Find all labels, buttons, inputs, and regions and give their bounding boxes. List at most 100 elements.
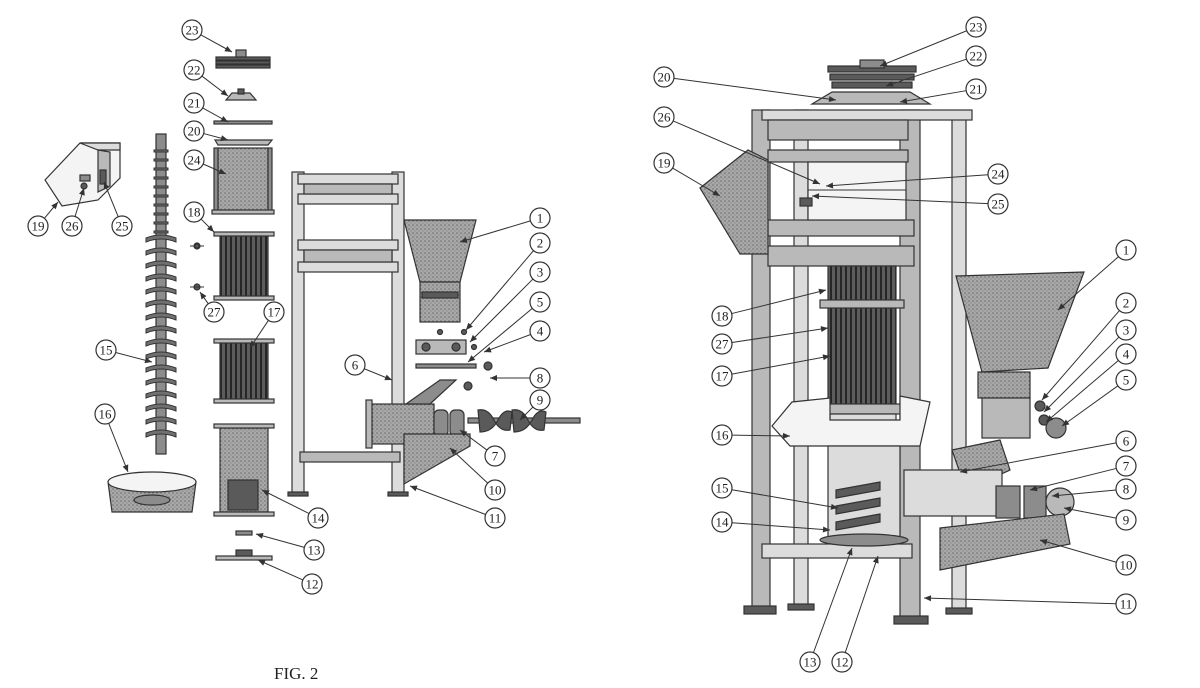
leader-line — [879, 30, 967, 67]
pin-part-13 — [235, 530, 253, 536]
callout-left-10: 10 — [449, 447, 506, 501]
callout-number: 3 — [1123, 323, 1130, 338]
callout-circle — [711, 305, 733, 327]
callout-right-2: 2 — [1041, 292, 1137, 401]
leader-line — [731, 434, 791, 437]
callout-number: 27 — [208, 305, 222, 320]
callout-circle — [711, 365, 733, 387]
leader-arrow — [200, 292, 207, 300]
bowl-part-16 — [107, 471, 197, 513]
callout-right-1: 1 — [1057, 239, 1137, 311]
leader-arrow — [830, 503, 838, 510]
leader-line — [1041, 310, 1120, 401]
leader-arrow — [466, 322, 473, 330]
rotor-parts-7-8 — [433, 381, 473, 437]
callout-left-11: 11 — [409, 485, 506, 529]
barrel-assembly-parts-6-10 — [903, 439, 1075, 571]
callout-circle — [711, 424, 733, 446]
callout-left-26: 26 — [61, 187, 85, 237]
leader-arrow — [490, 375, 497, 381]
callout-left-23: 23 — [181, 19, 233, 53]
callout-right-18: 18 — [711, 288, 827, 327]
callout-circle — [344, 354, 366, 376]
callout-right-9: 9 — [1063, 506, 1137, 531]
callout-left-3: 3 — [469, 261, 551, 343]
callout-right-8: 8 — [1051, 478, 1137, 500]
callout-right-3: 3 — [1043, 319, 1137, 413]
leader-arrow — [410, 485, 418, 492]
lower-chamber-parts-14-15 — [819, 445, 909, 547]
leader-arrow — [846, 548, 853, 556]
leader-line — [1051, 489, 1117, 497]
callout-right-27: 27 — [711, 326, 829, 355]
leader-line — [885, 58, 967, 87]
callout-number: 7 — [1123, 459, 1130, 474]
callout-right-13: 13 — [799, 547, 853, 673]
callout-left-15: 15 — [95, 339, 153, 364]
callout-number: 6 — [352, 358, 359, 373]
leader-arrow — [820, 326, 828, 333]
leader-arrow — [1030, 485, 1038, 492]
callout-left-18: 18 — [183, 201, 215, 233]
callout-circle — [987, 163, 1009, 185]
callout-circle — [303, 539, 325, 561]
leader-line — [731, 489, 839, 509]
callout-circle — [529, 389, 551, 411]
leader-line — [469, 278, 534, 343]
callout-left-13: 13 — [255, 532, 325, 561]
callout-circle — [1115, 369, 1137, 391]
screw-shaft-part-15 — [145, 133, 177, 455]
hub-part-22 — [224, 88, 258, 101]
callout-circle — [1115, 292, 1137, 314]
callout-right-20: 20 — [653, 66, 837, 103]
plate-part-20 — [213, 139, 274, 146]
leader-line — [731, 522, 831, 531]
callout-right-21: 21 — [899, 78, 987, 104]
leader-line — [409, 485, 486, 515]
leader-line — [812, 547, 853, 653]
callout-circle — [307, 507, 329, 529]
callout-circle — [484, 479, 506, 501]
callout-circle — [529, 320, 551, 342]
callout-number: 17 — [716, 369, 730, 384]
callout-number: 13 — [804, 655, 817, 670]
leader-line — [825, 174, 989, 187]
screen-cylinder-parts-17-18 — [819, 265, 905, 439]
callout-number: 16 — [716, 428, 730, 443]
callout-number: 26 — [658, 110, 672, 125]
callout-number: 21 — [970, 82, 983, 97]
callout-circle — [1115, 455, 1137, 477]
leader-arrow — [103, 182, 110, 190]
callout-number: 9 — [537, 393, 544, 408]
leader-arrow — [1062, 419, 1070, 426]
callout-circle — [183, 120, 205, 142]
callout-left-7: 7 — [459, 429, 506, 467]
callout-left-5: 5 — [467, 291, 551, 363]
callout-number: 23 — [186, 23, 199, 38]
leader-line — [261, 489, 310, 514]
callout-left-19: 19 — [27, 201, 59, 237]
hopper-part-1 — [403, 219, 477, 323]
leader-arrow — [1046, 415, 1054, 422]
leader-arrow — [1052, 492, 1060, 499]
callout-left-8: 8 — [490, 367, 551, 389]
leader-arrow — [220, 135, 228, 142]
callout-right-22: 22 — [885, 45, 987, 87]
callout-number: 25 — [992, 197, 1005, 212]
callout-number: 24 — [188, 153, 202, 168]
callout-number: 13 — [308, 543, 321, 558]
callout-circle — [965, 16, 987, 38]
callout-circle — [94, 403, 116, 425]
chute-part-19 — [699, 149, 769, 255]
callout-circle — [799, 651, 821, 673]
callout-number: 22 — [970, 49, 983, 64]
callout-number: 1 — [537, 211, 544, 226]
housing-part-24 — [211, 147, 275, 215]
callout-circle — [484, 507, 506, 529]
leader-line — [673, 77, 837, 101]
callout-number: 18 — [188, 205, 201, 220]
callout-circle — [203, 301, 225, 323]
leader-arrow — [822, 354, 830, 361]
leader-arrow — [450, 448, 458, 455]
leader-line — [255, 533, 305, 548]
